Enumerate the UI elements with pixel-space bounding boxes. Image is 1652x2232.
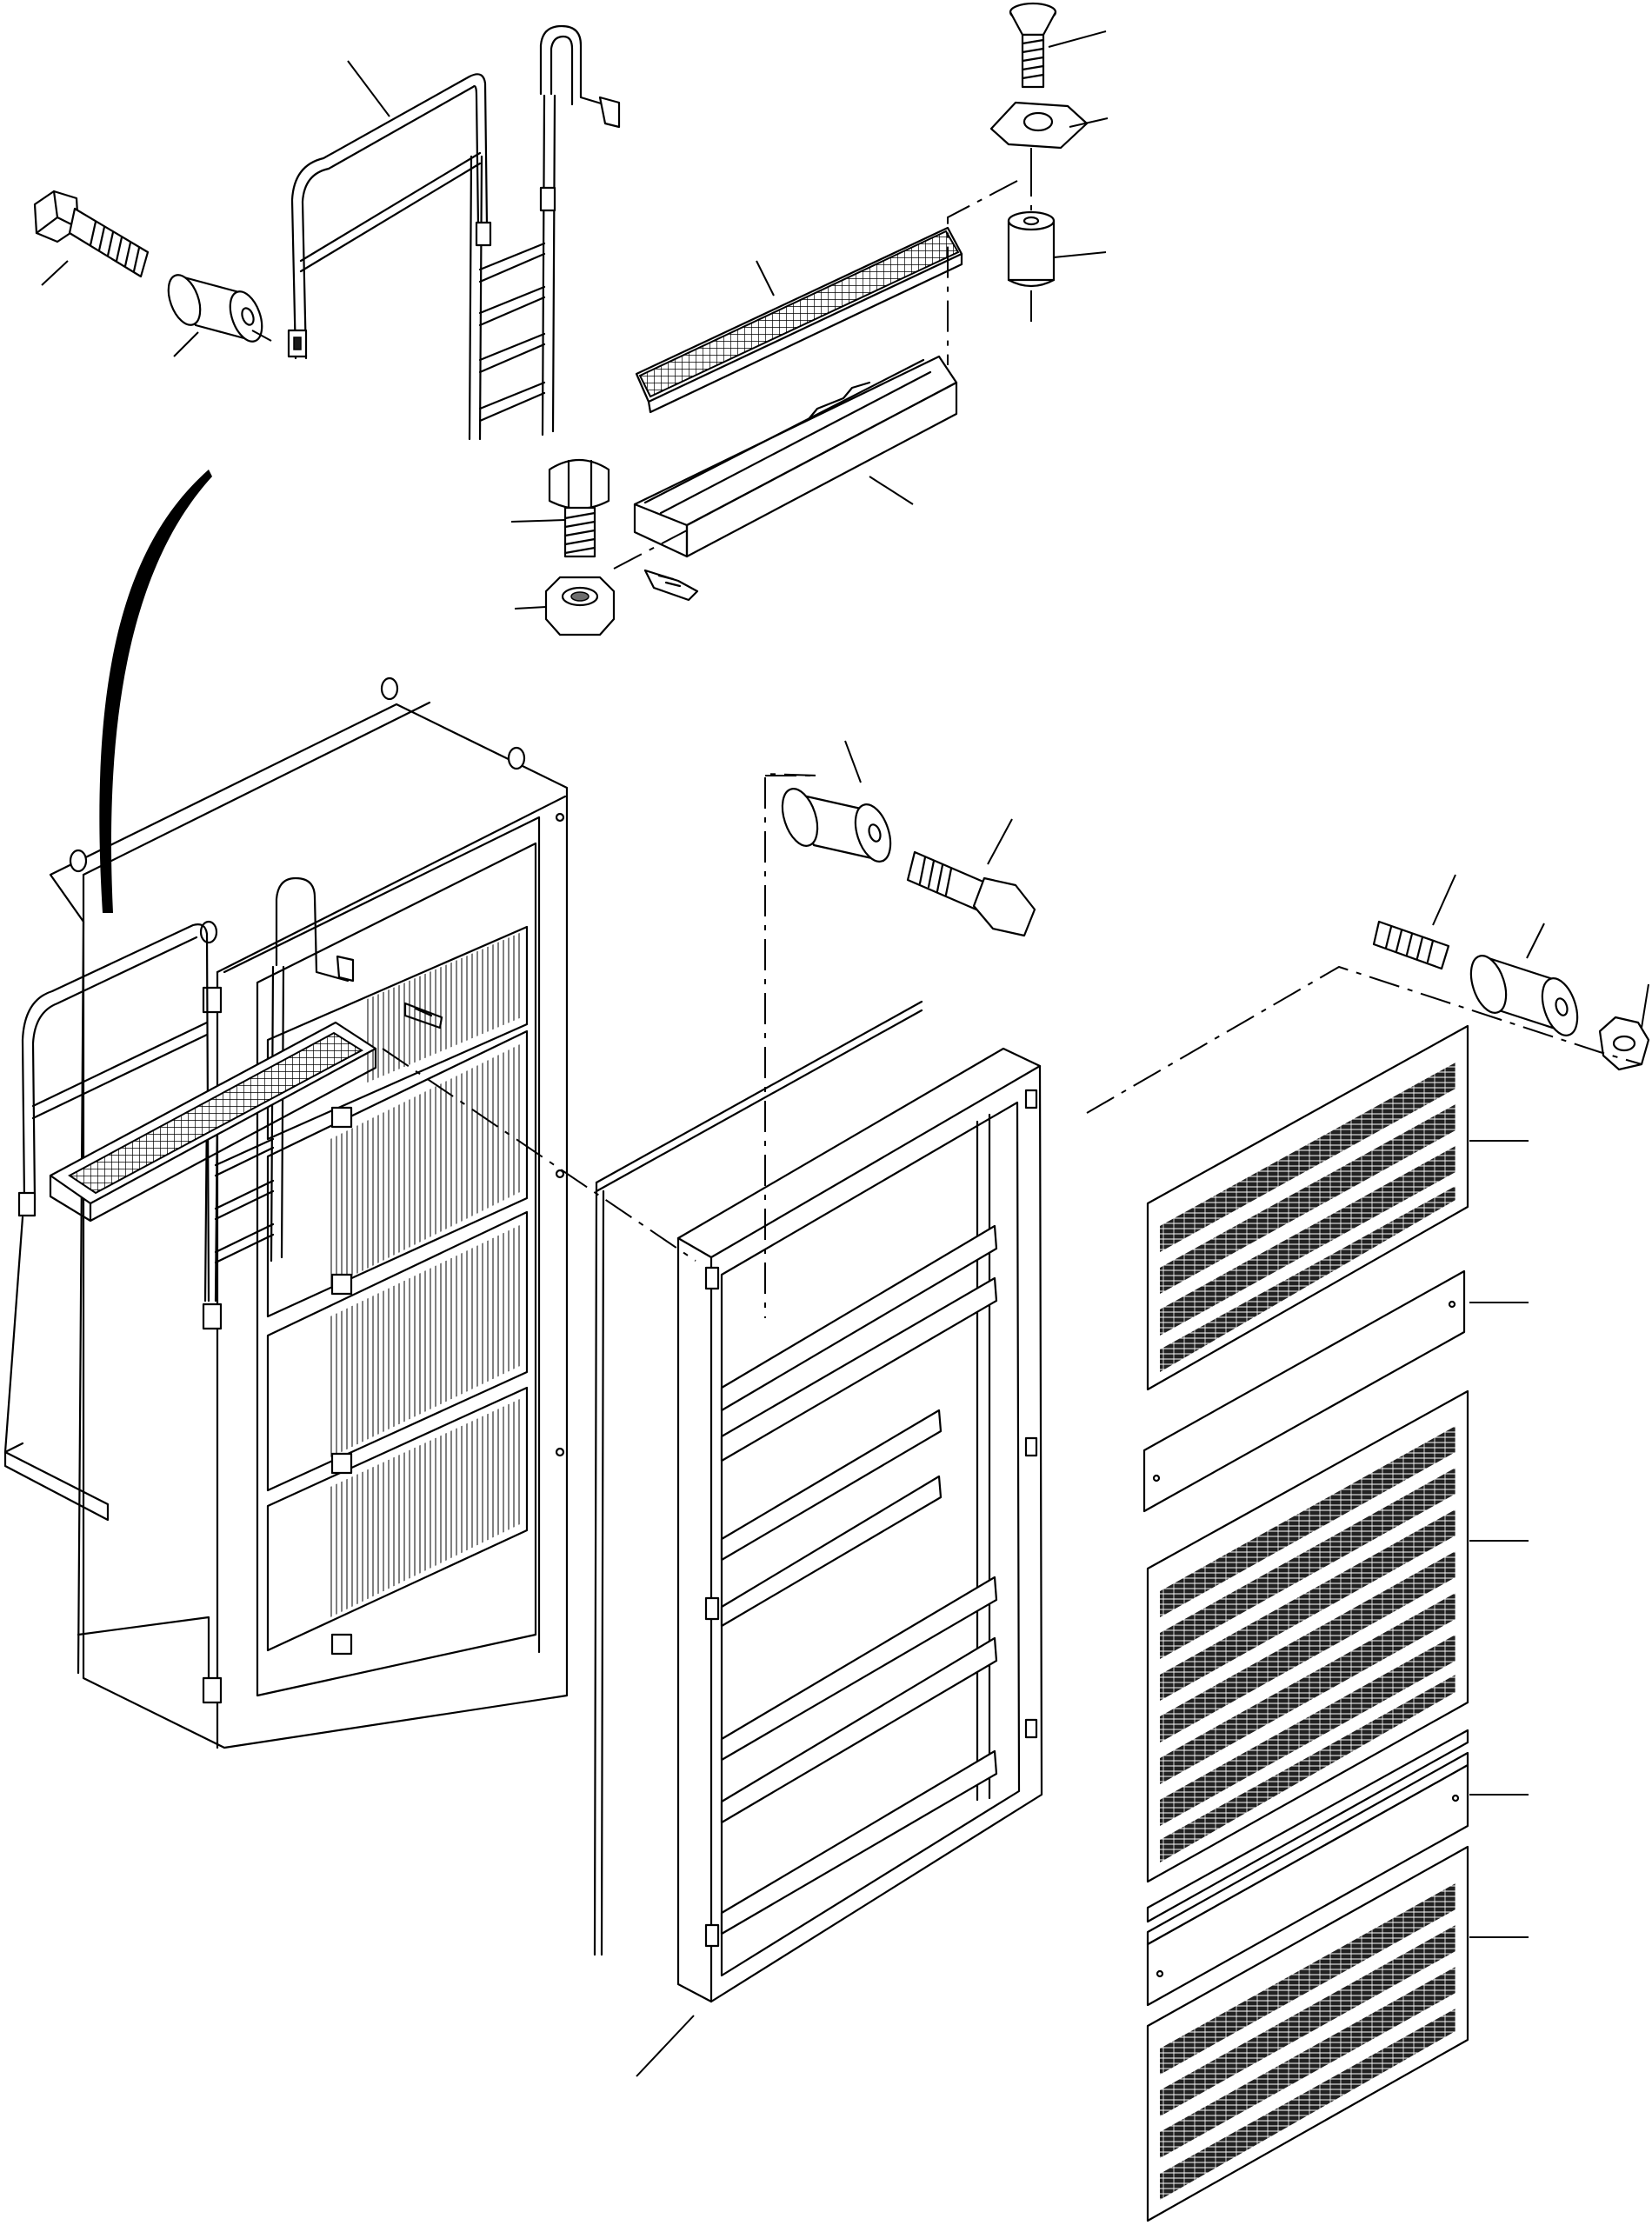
bolt-top-left	[33, 190, 150, 286]
collar-top-right	[1007, 210, 1107, 288]
grille-panel-1	[1146, 1024, 1529, 1391]
centerline-cabinet	[382, 1048, 696, 1262]
spacer-top-left	[167, 274, 272, 357]
spacer-center	[781, 740, 892, 863]
handrail-top	[287, 60, 489, 360]
door-frame	[636, 1047, 1043, 2077]
small-clip-middle	[643, 569, 699, 602]
washer-plate-top-right	[989, 101, 1109, 150]
grille-panel-2	[1146, 1389, 1529, 1883]
seal-strip	[593, 1000, 923, 1956]
radiator-core-2	[266, 1029, 529, 1318]
cabinet-assembly	[3, 676, 569, 1749]
centerline-bolt-middle	[613, 530, 688, 570]
hex-bolt-middle	[510, 459, 610, 558]
stud-bolt-right	[1372, 874, 1456, 970]
radiator-core-3	[266, 1210, 529, 1492]
leader-dash-tray	[947, 180, 1018, 365]
grille-panel-3	[1146, 1845, 1529, 2222]
screw-top-right	[1009, 2, 1107, 89]
centerline-center	[764, 772, 818, 1318]
hex-nut-right	[1598, 983, 1650, 1071]
step-tray-top	[633, 355, 958, 558]
hex-bolt-center	[906, 818, 1036, 937]
radiator-core-4	[266, 1386, 529, 1652]
filler-plate-strip	[1146, 1729, 1469, 1923]
step-grating-top	[635, 226, 963, 414]
hex-nut-middle	[514, 576, 616, 636]
detail-arrow	[99, 470, 213, 913]
spacer-right	[1469, 923, 1579, 1036]
filler-plate-1	[1142, 1269, 1529, 1513]
ladder-top	[468, 24, 621, 441]
filler-plate-3	[1146, 1751, 1469, 1946]
